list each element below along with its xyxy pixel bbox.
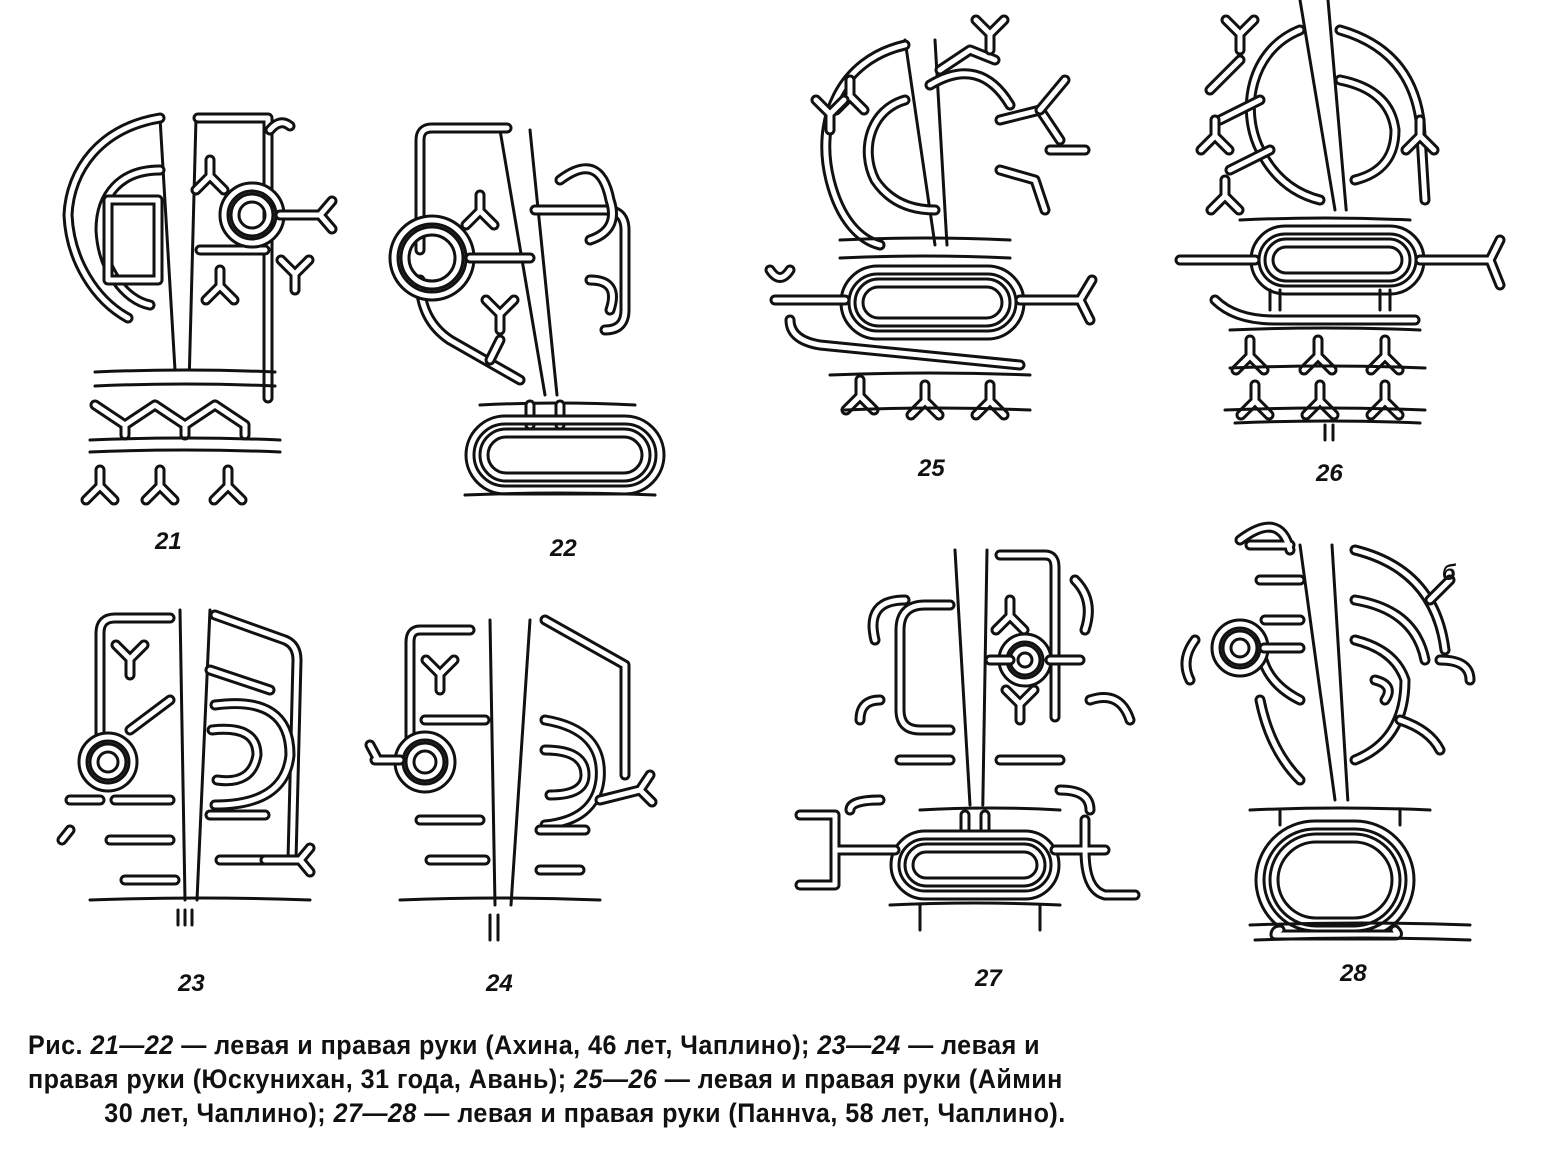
figure-label-25: 25 xyxy=(918,455,945,482)
caption-range-1: 21—22 xyxy=(90,1030,174,1060)
caption-text-1: — левая и правая руки (Ахина, 46 лет, Ча… xyxy=(181,1030,810,1060)
caption-text-3a: — левая и правая руки (Аймин xyxy=(664,1064,1063,1094)
caption-range-3: 25—26 xyxy=(574,1064,658,1094)
figure-22-drawing xyxy=(388,122,666,497)
caption-range-4: 27—28 xyxy=(333,1098,417,1128)
caption-text-2a: — левая и xyxy=(908,1030,1041,1060)
figure-label-22: 22 xyxy=(550,535,577,562)
figure-label-26: 26 xyxy=(1316,460,1343,487)
figure-24-drawing xyxy=(364,614,658,942)
figure-21-drawing xyxy=(62,112,338,506)
figure-label-24: 24 xyxy=(486,970,513,997)
tattoo-drawings xyxy=(56,0,1506,942)
caption-range-2: 23—24 xyxy=(817,1030,901,1060)
sub-mark-b: б xyxy=(1442,560,1456,585)
figure-label-21: 21 xyxy=(155,528,182,555)
figure-28-drawing xyxy=(1180,521,1476,942)
figure-25-drawing xyxy=(764,14,1098,421)
caption-text-2b: правая руки (Юскунихан, 31 года, Авань); xyxy=(28,1064,567,1094)
caption-text-3b: 30 лет, Чаплино); xyxy=(104,1098,327,1128)
figure-23-drawing xyxy=(56,608,316,927)
figure-caption: Рис. 21—22 — левая и правая руки (Ахина,… xyxy=(28,1028,1432,1130)
caption-text-4: — левая и правая руки (Паннvа, 58 лет, Ч… xyxy=(424,1098,1066,1128)
figure-label-27: 27 xyxy=(975,965,1002,992)
figure-label-23: 23 xyxy=(178,970,205,997)
caption-prefix: Рис. xyxy=(28,1030,83,1060)
figure-27-drawing xyxy=(794,548,1141,932)
figure-label-28: 28 xyxy=(1340,960,1367,987)
figure-26-drawing xyxy=(1174,0,1506,442)
